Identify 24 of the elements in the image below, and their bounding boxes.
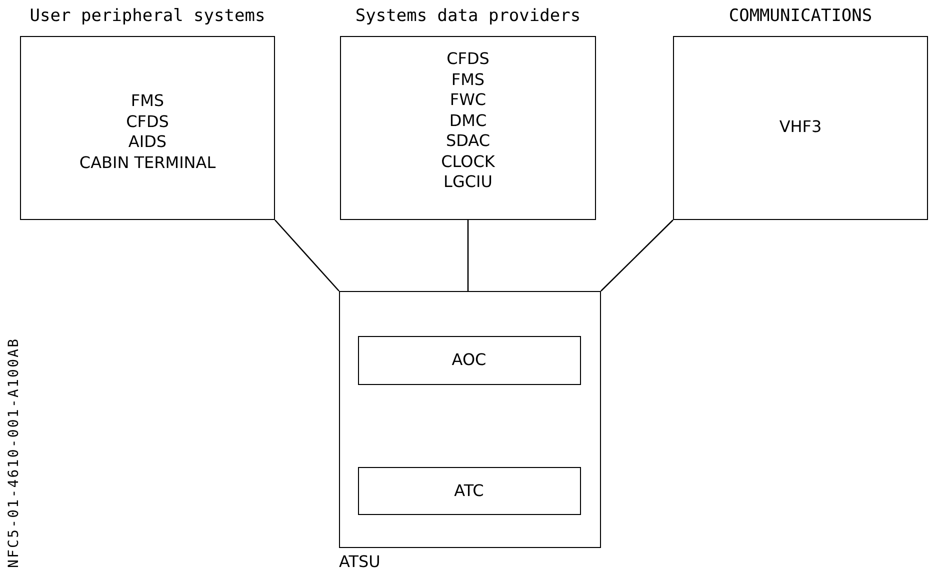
system-label: FMS [130,91,164,112]
connector-line [467,220,469,291]
system-label: CFDS [446,49,490,70]
system-label: ATC [454,480,484,501]
system-label: DMC [449,110,487,131]
system-label: CLOCK [441,152,495,172]
system-label: CFDS [126,112,169,132]
system-label: CABIN TERMINAL [79,152,216,173]
system-label: AOC [452,350,486,370]
group-heading: COMMUNICATIONS [728,6,874,26]
system-label: LGCIU [444,172,492,192]
drawing-reference-code: NFC5-01-4610-001-A100AB [6,337,22,568]
system-label: FWC [450,90,486,110]
group-heading: User peripheral systems [28,6,266,26]
group-heading: Systems data providers [354,6,582,26]
system-label: FMS [451,70,485,90]
system-label: VHF3 [779,117,822,138]
connector-line [274,220,340,292]
function-box [358,466,580,514]
connector-line [600,220,674,292]
function-box [358,336,580,384]
group-heading: ATSU [339,552,380,571]
system-label: AIDS [128,132,167,152]
system-label: SDAC [446,131,490,152]
